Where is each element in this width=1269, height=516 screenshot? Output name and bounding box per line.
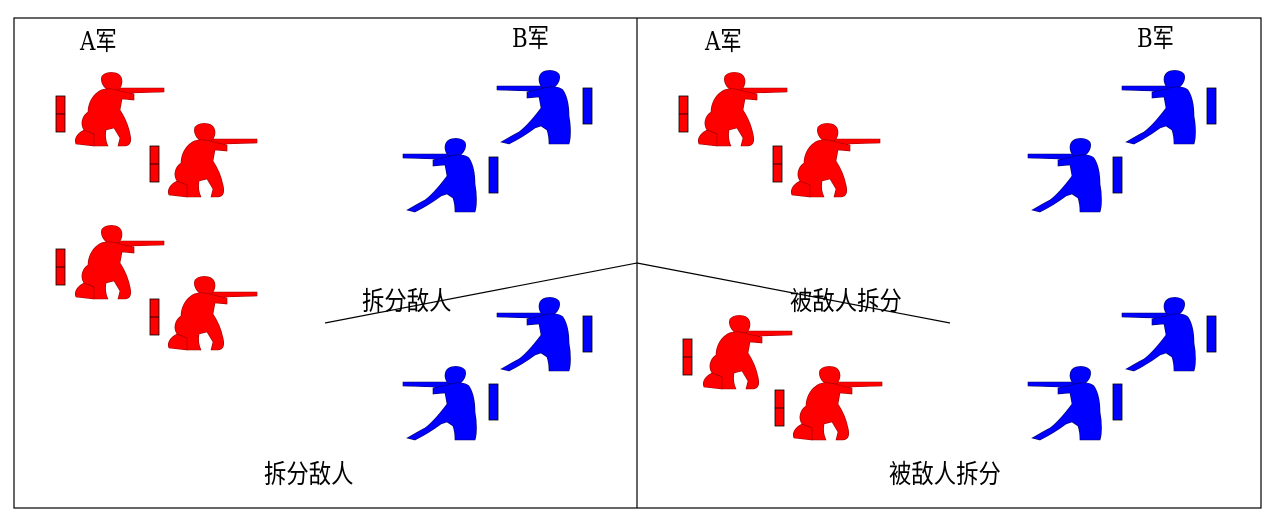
left-army-b-label: B军 bbox=[512, 24, 549, 54]
red-flag-icon bbox=[55, 95, 160, 336]
left-annotation-label: 拆分敌人 bbox=[362, 287, 452, 317]
right-army-b-label: B军 bbox=[1137, 24, 1174, 54]
split-line-left bbox=[324, 262, 638, 324]
blue-soldier-icon bbox=[402, 69, 571, 441]
blue-flag-icon bbox=[488, 87, 593, 421]
red-flag-icon bbox=[678, 95, 785, 427]
right-army-a-label: A军 bbox=[705, 27, 742, 57]
left-army-a-label: A军 bbox=[80, 27, 117, 57]
right-army-b-group bbox=[1027, 69, 1217, 441]
blue-soldier-icon bbox=[1027, 69, 1196, 441]
right-caption: 被敌人拆分 bbox=[889, 460, 1001, 490]
red-soldier-icon bbox=[697, 71, 883, 441]
split-line-right bbox=[636, 262, 951, 324]
right-army-a-group bbox=[678, 71, 883, 441]
right-annotation-label: 被敌人拆分 bbox=[790, 287, 902, 317]
left-army-b-group bbox=[402, 69, 593, 441]
left-army-a-group bbox=[55, 71, 258, 351]
blue-flag-icon bbox=[1112, 87, 1217, 421]
red-soldier-icon bbox=[74, 71, 258, 351]
left-caption: 拆分敌人 bbox=[264, 460, 354, 490]
